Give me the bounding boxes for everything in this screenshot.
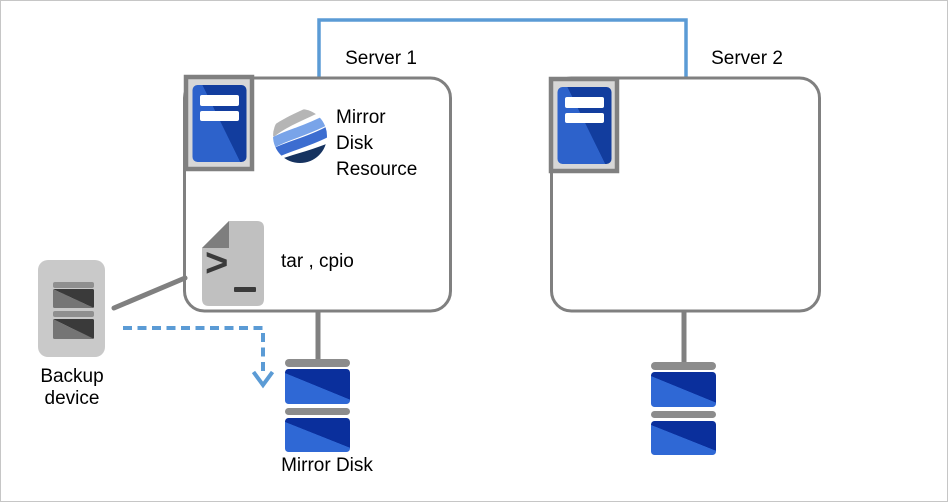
arrowhead-down-icon — [251, 370, 275, 389]
backup-commands-label: tar , cpio — [281, 251, 354, 272]
shell-script-icon: > — [202, 221, 264, 306]
server-tower-icon — [551, 79, 617, 171]
server-tower-icon — [186, 77, 252, 169]
prompt-gt-glyph: > — [205, 241, 228, 285]
backup-device-to-server1-line — [111, 275, 188, 311]
server2-label: Server 2 — [711, 48, 783, 69]
disk-stack-icon — [285, 359, 350, 452]
tape-drive-icon — [38, 260, 105, 357]
server1-label: Server 1 — [345, 48, 417, 69]
server-interconnect-line — [317, 18, 688, 78]
mirror-disk-label: Mirror Disk — [281, 455, 373, 476]
prompt-underscore-glyph — [234, 287, 256, 292]
dashed-arrow-path — [123, 326, 265, 375]
mirror-disk-resource-label: Mirror Disk Resource — [336, 107, 418, 180]
backup-device-label: Backup device — [40, 366, 104, 409]
disk-stack-icon — [651, 362, 716, 455]
backup-to-disk-dashed-arrow — [123, 326, 275, 389]
